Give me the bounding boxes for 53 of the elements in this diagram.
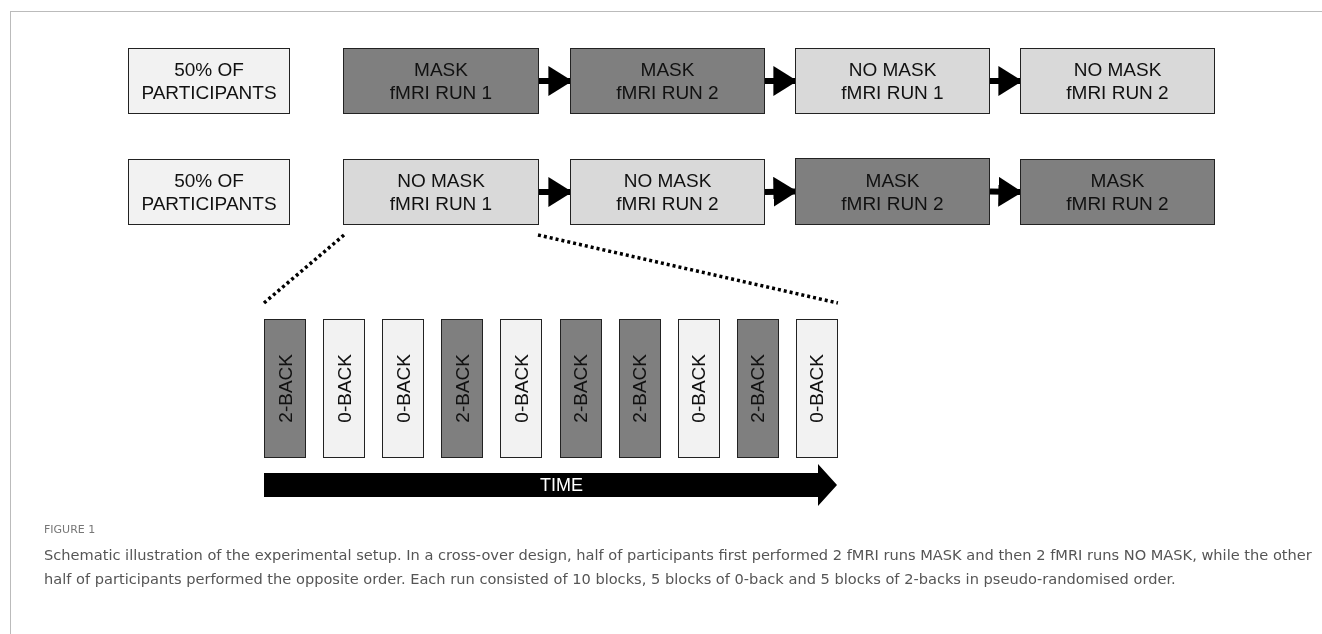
task-block [323,319,366,458]
block-label: 0-BACK [805,354,829,423]
box-text: MASK [640,58,695,81]
run-box [795,48,990,114]
run-box [343,159,539,225]
run-box [343,48,539,114]
block-label: 2-BACK [746,354,770,423]
box-text: fMRI RUN 2 [1066,81,1169,104]
figure-number: FIGURE 1 [44,523,96,536]
box-text: MASK [1090,169,1145,192]
block-label: 0-BACK [391,354,415,423]
box-text: fMRI RUN 1 [841,81,944,104]
block-label: 2-BACK [628,354,652,423]
zoom-line [537,233,839,305]
group-label-box [128,159,290,225]
task-block [441,319,484,458]
box-text: MASK [865,168,920,192]
box-text: fMRI RUN 2 [1066,192,1169,215]
zoom-line [262,233,346,305]
run-box [1020,48,1215,114]
box-text: fMRI RUN 2 [841,191,944,215]
task-block [736,319,779,458]
task-block [618,319,661,458]
block-label: 2-BACK [569,354,592,423]
box-text: fMRI RUN 2 [616,192,719,215]
block-label: 2-BACK [273,354,297,423]
box-text: 50% OF PARTICIPANTS [140,169,278,215]
group-label-box [128,48,290,114]
caption: Schematic illustration of the experimental setup. In a cross-over design, half of participants first performed 2 fMRI runs MASK and then 2 fMRI runs NO MASK, while the other half of participants performed the opposite order. Each run consisted of 10 blocks, 5 blocks of 0-back and 5 blocks of 2-backs in pseudo-randomised order. [44,545,1313,589]
run-box [795,158,990,225]
run-box [1020,159,1215,225]
axis-label: TIME [540,474,583,496]
block-label: 0-BACK [509,354,533,423]
box-text: MASK [414,58,468,81]
box-text: 50% OF PARTICIPANTS [140,58,278,104]
run-box [570,159,765,225]
block-label: 0-BACK [687,354,711,423]
box-text: fMRI RUN 1 [389,192,493,215]
box-text: NO MASK [848,58,937,81]
task-block [382,319,425,458]
task-block [559,319,602,458]
box-text: NO MASK [1073,58,1162,81]
box-text: NO MASK [623,169,712,192]
run-box [570,48,765,114]
box-text: NO MASK [397,169,485,192]
block-label: 0-BACK [332,354,356,423]
task-block [500,319,543,458]
block-label: 2-BACK [450,354,474,423]
task-block [677,319,720,458]
box-text: fMRI RUN 1 [389,81,493,104]
task-block [264,319,306,458]
task-block [795,319,838,458]
box-text: fMRI RUN 2 [616,81,719,104]
